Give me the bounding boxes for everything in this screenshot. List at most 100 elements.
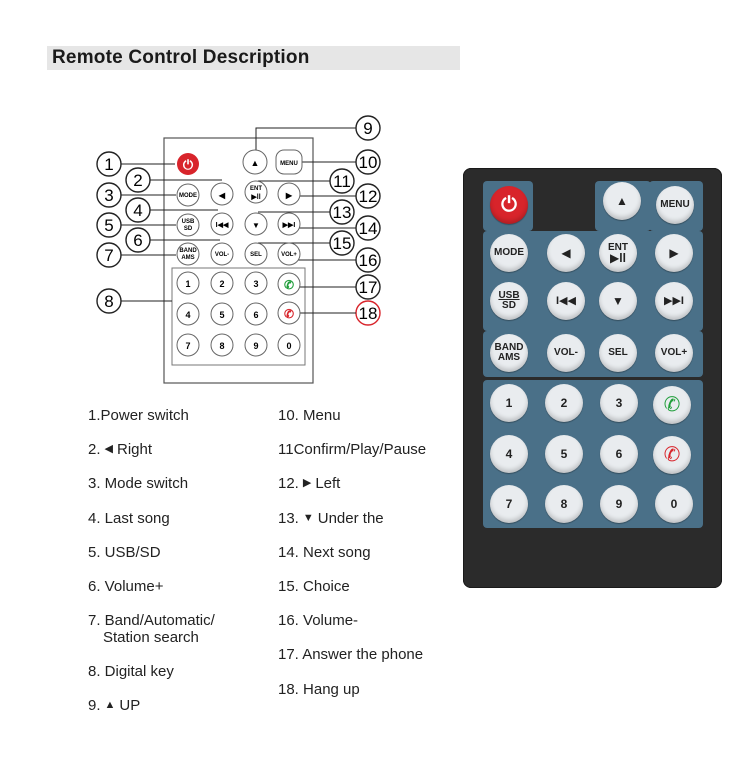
digit-4-button[interactable]: 4 xyxy=(490,435,528,473)
digit-7-button[interactable]: 7 xyxy=(490,485,528,523)
legend-item-8: 8. Digital key xyxy=(88,663,174,680)
svg-text:MODE: MODE xyxy=(179,193,197,199)
svg-text:8: 8 xyxy=(104,292,113,311)
menu-button[interactable]: MENU xyxy=(656,186,694,224)
ent-play-pause-button[interactable]: ENT▶ll xyxy=(599,234,637,272)
right-button[interactable]: ▶ xyxy=(655,234,693,272)
diagram-vol-plus-button xyxy=(277,242,301,266)
header-bar xyxy=(47,46,460,70)
down-arrow-icon: ▼ xyxy=(302,512,314,524)
callout-2: 2 xyxy=(125,167,222,193)
digit-3-button[interactable]: 3 xyxy=(600,384,638,422)
svg-text:2: 2 xyxy=(133,171,142,190)
digit-1-button[interactable]: 1 xyxy=(490,384,528,422)
digit-6-button[interactable]: 6 xyxy=(600,435,638,473)
svg-text:USB: USB xyxy=(182,219,195,225)
diagram-digit-9 xyxy=(244,333,268,357)
diagram-down-button xyxy=(244,212,268,236)
svg-text:SEL: SEL xyxy=(250,252,262,258)
vol-plus-button[interactable]: VOL+ xyxy=(655,334,693,372)
phone-hangup-icon: ✆ xyxy=(663,444,681,466)
svg-text:3: 3 xyxy=(104,186,113,205)
prev-button[interactable]: I◀◀ xyxy=(547,282,585,320)
svg-text:11: 11 xyxy=(333,172,351,191)
digit-8-button[interactable]: 8 xyxy=(545,485,583,523)
diagram-vol-minus-button xyxy=(210,242,234,266)
diagram-digit-8 xyxy=(210,333,234,357)
remote-diagram: 1 2 3 4 5 6 7 8 9 10 11 12 13 14 15 16 1… xyxy=(96,115,381,384)
callout-15: 15 xyxy=(258,230,355,256)
callout-13: 13 xyxy=(258,199,355,225)
svg-text:14: 14 xyxy=(359,219,378,238)
svg-text:10: 10 xyxy=(359,153,378,172)
svg-text:16: 16 xyxy=(359,251,378,270)
callout-16: 16 xyxy=(290,247,381,273)
svg-text:▼: ▼ xyxy=(252,221,260,230)
phone-answer-icon: ✆ xyxy=(663,394,681,416)
callout-1: 1 xyxy=(96,151,175,177)
legend-item-6: 6. Volume+ xyxy=(88,578,164,595)
page-title: Remote Control Description xyxy=(52,47,310,68)
svg-text:ENT: ENT xyxy=(250,186,262,192)
svg-text:1: 1 xyxy=(185,279,190,289)
svg-text:7: 7 xyxy=(104,246,113,265)
diagram-digit-5 xyxy=(210,302,234,326)
diagram-keypad-outline xyxy=(171,267,306,366)
digit-0-button[interactable]: 0 xyxy=(655,485,693,523)
diagram-sel-button xyxy=(244,242,268,266)
legend-item-17: 17. Answer the phone xyxy=(278,646,424,663)
sel-button[interactable]: SEL xyxy=(599,334,637,372)
svg-text:✆: ✆ xyxy=(284,307,294,321)
callout-9: 9 xyxy=(255,115,381,160)
diagram-digit-2 xyxy=(210,271,234,295)
svg-text:⏻: ⏻ xyxy=(183,157,194,172)
svg-text:▲: ▲ xyxy=(251,158,260,168)
hang-up-button[interactable]: ✆ xyxy=(653,436,691,474)
svg-text:VOL+: VOL+ xyxy=(281,252,297,258)
vol-minus-button[interactable]: VOL- xyxy=(547,334,585,372)
legend-item-7-line2: Station search xyxy=(103,629,199,646)
diagram-band-ams-button xyxy=(176,242,200,266)
legend-item-14: 14. Next song xyxy=(278,544,371,561)
callout-10: 10 xyxy=(302,149,381,175)
legend-item-1: 1.Power switch xyxy=(88,407,189,424)
legend-item-3: 3. Mode switch xyxy=(88,475,189,492)
legend-item-2: 2.◀Right xyxy=(88,441,153,458)
left-button[interactable]: ◀ xyxy=(547,234,585,272)
legend-item-11: 11Confirm/Play/Pause xyxy=(278,441,427,458)
svg-text:5: 5 xyxy=(104,216,113,235)
diagram-right-button xyxy=(277,182,301,206)
answer-call-button[interactable]: ✆ xyxy=(653,386,691,424)
diagram-power-button xyxy=(177,153,199,175)
digit-2-button[interactable]: 2 xyxy=(545,384,583,422)
diagram-mode-button xyxy=(176,183,200,207)
digit-5-button[interactable]: 5 xyxy=(545,435,583,473)
callout-4: 4 xyxy=(125,197,218,223)
diagram-menu-button xyxy=(275,149,303,175)
callout-5: 5 xyxy=(96,212,176,238)
callout-18: 18 xyxy=(300,300,381,326)
svg-text:AMS: AMS xyxy=(181,255,194,261)
svg-text:15: 15 xyxy=(333,234,352,253)
diagram-digit-4 xyxy=(176,302,200,326)
svg-text:✆: ✆ xyxy=(284,278,294,292)
callout-11: 11 xyxy=(258,168,355,194)
callout-3: 3 xyxy=(96,182,176,208)
down-button[interactable]: ▼ xyxy=(599,282,637,320)
power-button[interactable]: ⏻ xyxy=(490,186,528,224)
up-button[interactable]: ▲ xyxy=(603,182,641,220)
svg-text:6: 6 xyxy=(133,231,142,250)
svg-text:9: 9 xyxy=(363,119,372,138)
svg-text:5: 5 xyxy=(219,310,224,320)
next-button[interactable]: ▶▶I xyxy=(655,282,693,320)
svg-text:▶: ▶ xyxy=(285,191,293,200)
svg-text:8: 8 xyxy=(219,341,224,351)
diagram-usb-sd-button xyxy=(176,213,200,237)
diagram-hangup-button xyxy=(277,301,301,325)
digit-9-button[interactable]: 9 xyxy=(600,485,638,523)
legend-item-9: 9.▲UP xyxy=(88,697,141,714)
mode-button[interactable]: MODE xyxy=(490,234,528,272)
